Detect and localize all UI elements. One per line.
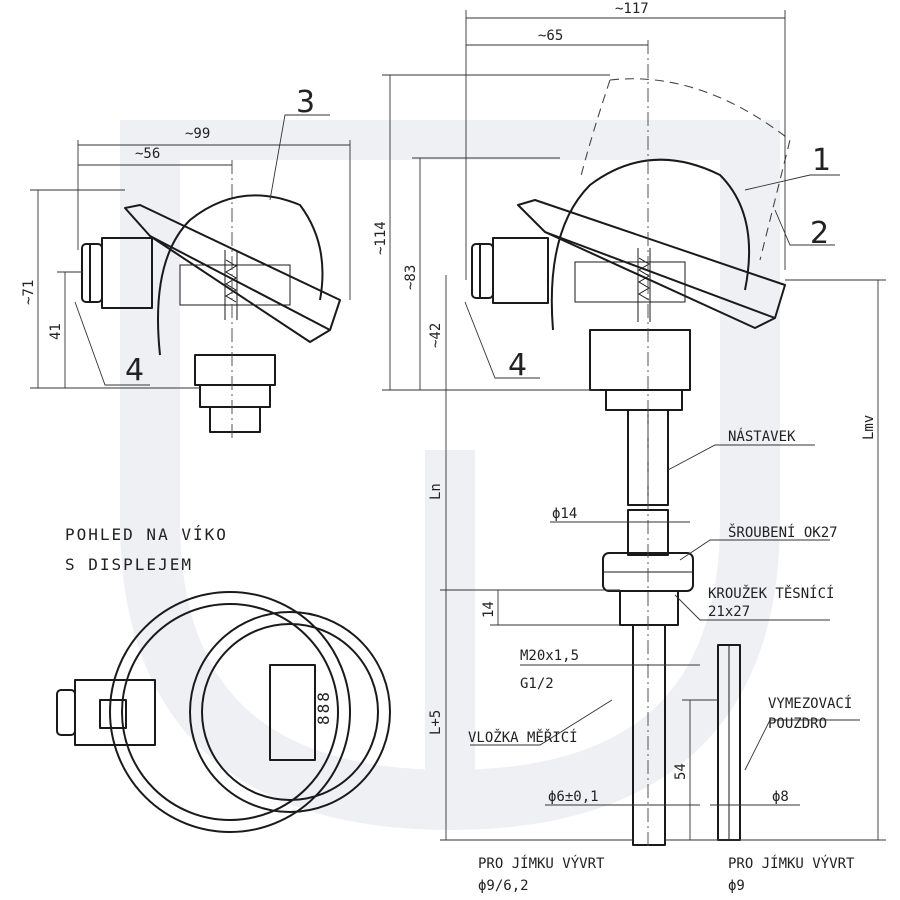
dimension-texts: ~117 ~65 ~99 ~56 ~114 ~83 ~71 41 ~42 Ln … [21,1,877,780]
pro-jimku-1-label-1: PRO JÍMKU VÝVRT [478,855,605,872]
dim-56: ~56 [135,146,160,162]
g12-label: G1/2 [520,676,554,692]
pro-jimku-2-label-2: ϕ9 [728,878,745,894]
callout-4-left: 4 [125,353,144,388]
dim-71: ~71 [21,280,37,305]
krouzek-label-2: 21x27 [708,604,750,620]
callout-2: 2 [810,216,829,251]
pohled-label-1: POHLED NA VÍKO [65,525,228,544]
callout-1: 1 [812,143,831,178]
callout-4-right: 4 [508,348,527,383]
dim-l5: L+5 [428,710,444,735]
part-labels: POHLED NA VÍKO S DISPLEJEM NÁSTAVEK ϕ14 … [65,428,855,894]
dim-99: ~99 [185,126,210,142]
vymezovaci-label-2: POUZDRO [768,716,827,732]
nastavek-label: NÁSTAVEK [728,428,796,445]
callout-numbers: 3 1 2 4 4 [125,85,831,388]
callout-3: 3 [296,85,315,120]
phi14-label: ϕ14 [552,506,577,522]
left-head-view [81,160,341,440]
leader-lines [74,114,860,771]
sroubeni-label: ŠROUBENÍ OK27 [728,523,838,541]
dim-41: 41 [48,323,64,340]
phi6-label: ϕ6±0,1 [548,789,599,805]
vlozka-label: VLOŽKA MĚŘICÍ [468,728,578,746]
dim-42: ~42 [428,323,444,348]
display-digits: 888 [314,690,333,725]
dim-65: ~65 [538,28,563,44]
pro-jimku-1-label-2: ϕ9/6,2 [478,878,529,894]
m20-label: M20x1,5 [520,648,579,664]
dimension-lines [30,10,886,841]
pro-jimku-2-label-1: PRO JÍMKU VÝVRT [728,855,855,872]
svg-text:888: 888 [314,690,333,725]
dim-83: ~83 [403,265,419,290]
dim-114: ~114 [373,221,389,255]
pohled-label-2: S DISPLEJEM [65,555,193,574]
dim-ln: Ln [428,483,444,500]
vymezovaci-label-1: VYMEZOVACÍ [768,695,852,712]
dim-54: 54 [673,763,689,780]
right-head-view [471,40,791,850]
dim-117: ~117 [615,1,649,17]
watermark-logo [120,120,780,831]
krouzek-label-1: KROUŽEK TĚSNÍCÍ [708,584,834,602]
phi8-label: ϕ8 [772,789,789,805]
lid-view: 888 [56,591,391,833]
dim-14: 14 [481,601,497,618]
dim-lmv: Lmv [861,415,877,440]
